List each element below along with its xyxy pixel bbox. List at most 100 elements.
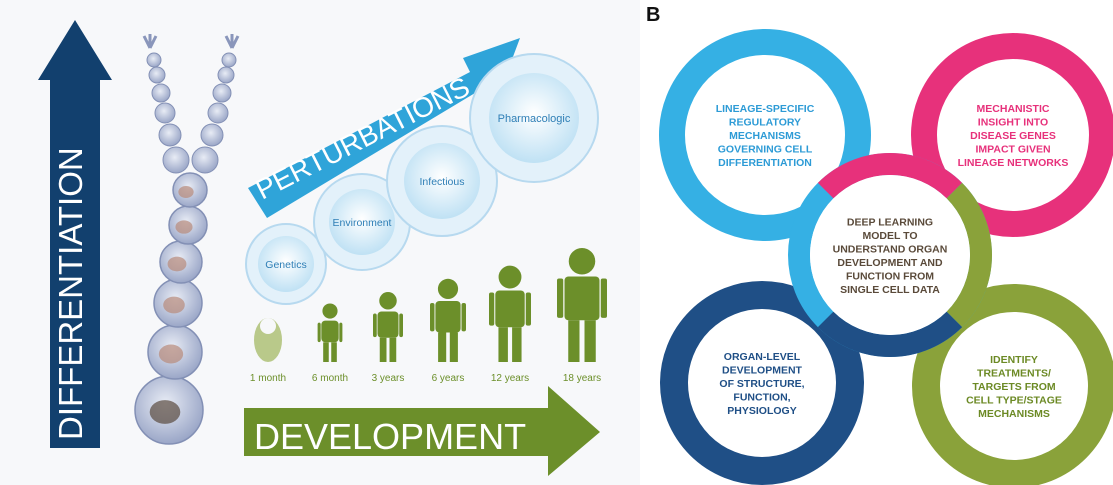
circle-text-line: UNDERSTAND ORGAN	[833, 243, 948, 255]
cell-nucleus	[158, 344, 184, 364]
dendrite	[142, 34, 158, 49]
ring-bottom_right	[912, 284, 1113, 485]
center-ring-arc	[817, 153, 963, 199]
circle-text-line: DEVELOPMENT	[722, 365, 803, 377]
circle-text-line: GOVERNING CELL	[718, 144, 813, 156]
person-torso	[564, 276, 600, 321]
person-leg	[389, 337, 397, 362]
person-figure	[430, 278, 466, 362]
differentiation-label: DIFFERENTIATION	[52, 147, 89, 440]
cell-nucleus	[149, 400, 181, 424]
person-arm	[489, 292, 495, 326]
circle-text-line: IDENTIFY	[990, 354, 1038, 366]
age-label: 18 years	[563, 373, 601, 384]
cell-nucleus	[163, 296, 185, 314]
person-arm	[557, 278, 564, 318]
bubble-inner	[329, 189, 395, 255]
circle-text-line: CELL TYPE/STAGE	[966, 395, 1062, 407]
bubble-label: Genetics	[265, 259, 306, 271]
person-figure	[373, 292, 403, 362]
person-torso	[321, 320, 339, 343]
person-arm	[430, 303, 435, 332]
cell	[212, 83, 232, 103]
person-figure	[317, 303, 343, 362]
circle-text-line: FUNCTION FROM	[846, 270, 934, 282]
circle-text-line: DEEP LEARNING	[847, 216, 933, 228]
person-arm	[525, 292, 531, 326]
cell	[148, 66, 166, 84]
person-leg	[449, 332, 458, 362]
panel-b-label: B	[646, 4, 661, 26]
circle-text-line: OF STRUCTURE,	[719, 378, 804, 390]
circle-text-line: LINEAGE-SPECIFIC	[716, 103, 815, 115]
cell	[207, 102, 229, 124]
bubble-inner	[489, 73, 579, 163]
age-label: 6 years	[432, 373, 465, 384]
cell	[162, 146, 190, 174]
circle-text-line: FUNCTION,	[733, 392, 790, 404]
person-leg	[512, 327, 522, 362]
cell	[154, 102, 176, 124]
person-torso	[377, 311, 399, 338]
person-arm	[399, 313, 403, 338]
ring-top_right	[911, 33, 1113, 237]
person-leg	[498, 327, 508, 362]
circle-text-line: MECHANISMS	[729, 130, 801, 142]
person-head	[437, 278, 459, 299]
cell-nucleus	[167, 256, 187, 272]
development-arrow: DEVELOPMENT	[244, 386, 600, 476]
circle-text-line: REGULATORY	[729, 117, 801, 129]
cell	[151, 83, 171, 103]
center-fill	[810, 175, 970, 335]
cell	[146, 52, 162, 68]
ring-bottom_left	[660, 281, 864, 485]
person-head	[322, 303, 338, 319]
circle-text-line: SINGLE CELL DATA	[840, 284, 940, 296]
cell	[191, 146, 219, 174]
bubble-label: Infectious	[420, 176, 465, 188]
cell-nucleus	[175, 220, 193, 234]
baby-face	[260, 318, 276, 334]
person-leg	[568, 320, 580, 362]
bubble-inner	[404, 143, 480, 219]
circle-text-line: ORGAN-LEVEL	[724, 351, 801, 363]
person-leg	[379, 337, 387, 362]
development-label: DEVELOPMENT	[254, 416, 526, 457]
cell	[217, 66, 235, 84]
person-arm	[600, 278, 607, 318]
person-figure	[254, 318, 282, 362]
circle-text-line: TREATMENTS/	[977, 368, 1051, 380]
bubble-inner	[258, 236, 314, 292]
person-torso	[435, 301, 461, 333]
circle-text-line: MODEL TO	[862, 230, 917, 242]
person-head	[568, 248, 596, 275]
age-label: 12 years	[491, 373, 529, 384]
person-head	[379, 292, 397, 310]
center-ring-arc	[817, 311, 963, 357]
person-arm	[461, 303, 466, 332]
person-arm	[373, 313, 377, 338]
circle-text-line: DEVELOPMENT AND	[837, 257, 943, 269]
circle-text-line: LINEAGE NETWORKS	[958, 157, 1069, 169]
person-head	[498, 265, 522, 289]
person-leg	[323, 342, 329, 362]
person-arm	[339, 322, 343, 343]
center-ring-arc	[946, 182, 992, 328]
circle-text-line: MECHANISMS	[978, 408, 1050, 420]
dendrite	[224, 34, 240, 49]
person-figure	[557, 248, 607, 362]
person-leg	[584, 320, 596, 362]
circle-text-line: DISEASE GENES	[970, 130, 1056, 142]
panel-b-diagram: LINEAGE-SPECIFICREGULATORYMECHANISMSGOVE…	[659, 29, 1113, 485]
circle-text-line: TARGETS FROM	[972, 381, 1055, 393]
person-figure	[489, 265, 531, 362]
bubble-label: Pharmacologic	[498, 113, 571, 125]
cell	[221, 52, 237, 68]
cell-nucleus	[178, 186, 194, 198]
cell-lineage	[134, 34, 240, 445]
perturbation-bubbles: GeneticsEnvironmentInfectiousPharmacolog…	[245, 53, 599, 305]
circle-text-line: MECHANISTIC	[977, 103, 1050, 115]
